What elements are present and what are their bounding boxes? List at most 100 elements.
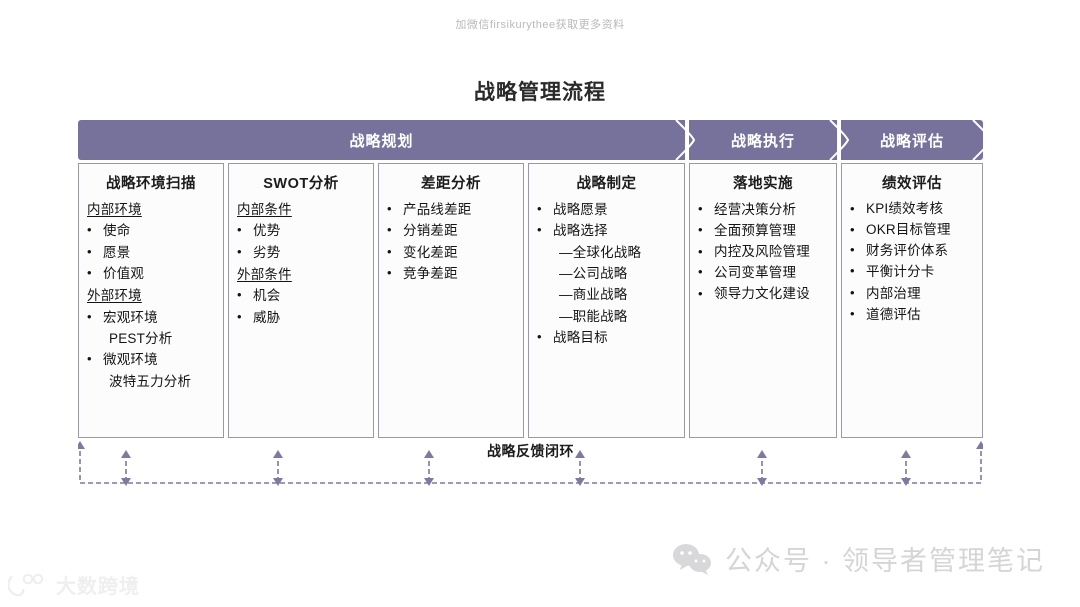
- wechat-icon: [672, 542, 712, 576]
- phase-header-strategy-evaluation[interactable]: 战略评估: [841, 120, 983, 160]
- list-item: •平衡计分卡: [850, 261, 974, 282]
- list-item: —公司战略: [559, 265, 628, 281]
- bullet-glyph-icon: •: [387, 222, 392, 238]
- column-items: 内部条件•优势•劣势外部条件•机会•威胁: [235, 199, 367, 328]
- phase-header-strategic-planning[interactable]: 战略规划: [78, 120, 685, 160]
- list-item-label: 愿景: [103, 244, 131, 260]
- list-group-heading: 内部条件: [237, 202, 292, 217]
- feedback-loop-label: 战略反馈闭环: [487, 443, 574, 459]
- list-item: •领导力文化建设: [698, 284, 828, 305]
- bullet-glyph-icon: •: [387, 243, 392, 259]
- column-items: •经营决策分析•全面预算管理•内控及风险管理•公司变革管理•领导力文化建设: [696, 199, 830, 304]
- list-item: • 战略愿景: [537, 199, 676, 220]
- bullet-glyph-icon: •: [87, 308, 92, 324]
- list-item: • 价值观: [87, 263, 215, 284]
- list-item-label: 机会: [253, 288, 281, 304]
- column-items: •产品线差距•分销差距•变化差距•竞争差距: [385, 199, 517, 284]
- bullet-glyph-icon: •: [387, 201, 392, 216]
- list-item: • 产品线差距: [387, 199, 515, 220]
- bullet-glyph-icon: •: [850, 242, 855, 258]
- list-item-label: 内控及风险管理: [714, 243, 810, 259]
- bullet-glyph-icon: •: [387, 264, 392, 280]
- bullet-glyph-icon: •: [537, 201, 542, 216]
- list-item: • 财务评价体系: [850, 240, 974, 261]
- bullet-glyph-icon: •: [87, 264, 92, 280]
- phase-header-strategy-execution[interactable]: 战略执行: [689, 120, 837, 160]
- phase-label: 战略执行: [730, 132, 795, 150]
- column-items: •战略愿景•战略选择—全球化战略—公司战略—商业战略—职能战略•战略目标: [535, 199, 678, 348]
- top-watermark-text: 加微信firsikurythee获取更多资料: [455, 19, 625, 31]
- bullet-glyph-icon: •: [698, 264, 703, 280]
- list-item: •愿景: [87, 242, 215, 263]
- bullet-glyph-icon: •: [87, 222, 92, 238]
- brand-logo-icon: [7, 572, 48, 598]
- list-item: • 公司变革管理: [698, 262, 828, 283]
- list-item-label: 战略愿景: [553, 202, 608, 217]
- wechat-watermark: 公众号 · 领导者管理笔记: [672, 539, 1045, 578]
- list-item-label: 战略选择: [553, 223, 608, 239]
- bullet-glyph-icon: •: [87, 351, 92, 367]
- column-implementation[interactable]: 落地实施 •经营决策分析•全面预算管理•内控及风险管理•公司变革管理•领导力文化…: [689, 163, 837, 438]
- list-item: •内控及风险管理: [698, 242, 828, 263]
- list-group-heading: 外部条件: [237, 266, 292, 282]
- column-performance-evaluation[interactable]: 绩效评估 •KPI绩效考核•OKR目标管理•财务评价体系•平衡计分卡•内部治理•…: [841, 163, 983, 438]
- bullet-glyph-icon: •: [237, 308, 242, 324]
- list-item: —商业战略: [559, 287, 628, 303]
- phase-label: 战略评估: [879, 132, 944, 150]
- list-item: • OKR目标管理: [850, 220, 974, 241]
- list-item-label: 内部治理: [866, 285, 921, 301]
- list-item-label: 微观环境: [103, 352, 158, 368]
- list-item-label: 宏观环境: [103, 309, 158, 325]
- list-item: • 经营决策分析: [698, 199, 828, 220]
- list-item: •战略选择: [537, 220, 676, 241]
- column-gap-analysis[interactable]: 差距分析 •产品线差距•分销差距•变化差距•竞争差距: [378, 163, 524, 438]
- bullet-glyph-icon: •: [850, 306, 855, 322]
- brand-watermark-label: 大数跨境: [56, 576, 140, 598]
- list-item: •机会: [237, 285, 365, 306]
- list-item-label: 价值观: [103, 265, 145, 281]
- bullet-glyph-icon: •: [698, 201, 703, 216]
- list-item-label: 道德评估: [866, 307, 921, 323]
- phase-header-band: 战略规划 战略执行 战略评估: [78, 120, 993, 160]
- list-item: •变化差距: [387, 242, 515, 263]
- list-item: • 分销差距: [387, 220, 515, 241]
- column-title: 战略环境扫描: [106, 176, 196, 192]
- page-title: 战略管理流程: [474, 81, 606, 104]
- column-title: 落地实施: [733, 176, 793, 192]
- bullet-glyph-icon: •: [850, 201, 855, 216]
- list-item-label: 优势: [253, 223, 281, 239]
- list-item-label: 全面预算管理: [714, 223, 797, 239]
- bullet-glyph-icon: •: [237, 243, 242, 259]
- list-item: 波特五力分析: [109, 373, 192, 389]
- list-item-label: 经营决策分析: [714, 202, 797, 217]
- list-item: • 宏观环境: [87, 307, 215, 328]
- wechat-watermark-label: 公众号 · 领导者管理笔记: [725, 546, 1045, 576]
- list-item: •威胁: [237, 307, 365, 328]
- list-item: •全面预算管理: [698, 220, 828, 241]
- column-strategy-formulation[interactable]: 战略制定 •战略愿景•战略选择—全球化战略—公司战略—商业战略—职能战略•战略目…: [528, 163, 685, 438]
- list-item-label: KPI绩效考核: [866, 201, 944, 216]
- list-item-label: 产品线差距: [403, 202, 472, 217]
- column-swot-analysis[interactable]: SWOT分析 内部条件•优势•劣势外部条件•机会•威胁: [228, 163, 374, 438]
- feedback-arrow-heads: [78, 441, 983, 486]
- column-items: •KPI绩效考核•OKR目标管理•财务评价体系•平衡计分卡•内部治理•道德评估: [848, 199, 976, 325]
- list-item-label: OKR目标管理: [866, 221, 951, 237]
- list-item: • 道德评估: [850, 304, 974, 325]
- list-item-label: 分销差距: [403, 223, 458, 239]
- list-item-label: 公司变革管理: [714, 265, 797, 281]
- bullet-glyph-icon: •: [237, 222, 242, 238]
- brand-watermark: 大数跨境: [7, 570, 140, 599]
- list-item: • KPI绩效考核: [850, 199, 974, 220]
- column-title: SWOT分析: [263, 176, 339, 192]
- bullet-glyph-icon: •: [698, 285, 703, 301]
- bullet-glyph-icon: •: [850, 263, 855, 279]
- list-item-label: 劣势: [253, 244, 281, 260]
- feedback-loop: 战略反馈闭环: [78, 441, 983, 486]
- phase-label: 战略规划: [349, 132, 414, 150]
- bullet-glyph-icon: •: [850, 221, 855, 237]
- list-item-label: 财务评价体系: [866, 243, 949, 259]
